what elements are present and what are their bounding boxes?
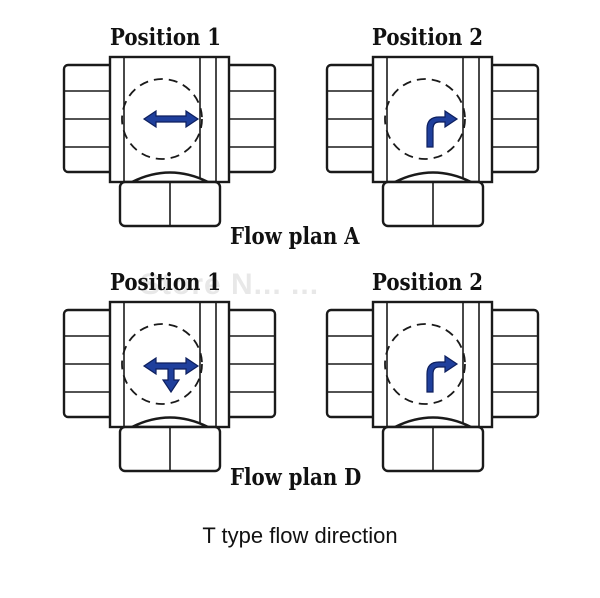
position-2-label-plan-a: Position 2	[372, 24, 484, 51]
valve-body	[325, 300, 540, 473]
valve-plan-a-position-2	[325, 55, 540, 228]
caption: T type flow direction	[202, 523, 398, 548]
flow-arrow-elbow-icon	[426, 109, 459, 148]
flow-plan-d-label: Flow plan D	[230, 464, 362, 491]
valve-plan-d-position-2	[325, 300, 540, 473]
valve-plan-d-position-1	[62, 300, 277, 473]
flow-arrow-elbow-icon	[426, 354, 459, 393]
flow-arrow-straight-icon	[142, 109, 200, 129]
position-1-label-plan-a: Position 1	[110, 24, 222, 51]
flow-arrow-tee-icon	[142, 356, 200, 394]
flow-plan-a-label: Flow plan A	[230, 223, 360, 250]
position-1-label-plan-d: Position 1	[110, 269, 222, 296]
valve-body	[325, 55, 540, 228]
watermark-text: Store N... ...	[140, 268, 320, 301]
valve-body	[62, 55, 277, 228]
position-2-label-plan-d: Position 2	[372, 269, 484, 296]
valve-body	[62, 300, 277, 473]
valve-plan-a-position-1	[62, 55, 277, 228]
